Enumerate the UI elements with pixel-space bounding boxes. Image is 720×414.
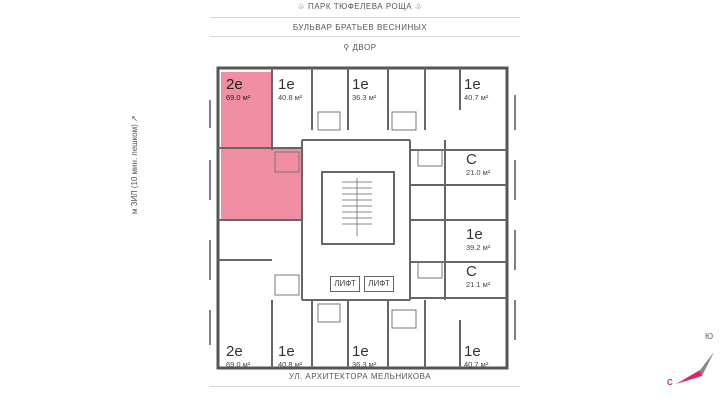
lift-label: ЛИФТ [330, 276, 360, 292]
apartment-label[interactable]: 1е 36.3 м² [352, 344, 376, 369]
apartment-area: 39.2 м² [466, 243, 491, 252]
stairs [342, 178, 372, 236]
windows [209, 95, 516, 345]
apartment-type: 2е [226, 343, 243, 360]
highlighted-apartment-wing[interactable] [272, 148, 302, 220]
apartment-area: 69.0 м² [226, 360, 251, 369]
apartment-label[interactable]: 1е 39.2 м² [466, 227, 490, 252]
apartment-area: 40.7 м² [464, 360, 489, 369]
stair-core [321, 171, 395, 245]
apartment-area: 36.3 м² [352, 93, 377, 102]
apartment-label[interactable]: С 21.1 м² [466, 264, 490, 289]
apartment-label[interactable]: 1е 40.7 м² [464, 77, 488, 102]
apartment-label[interactable]: 1е 36.3 м² [352, 77, 376, 102]
compass-south-label: С [667, 378, 673, 387]
apartment-type: С [466, 151, 477, 168]
lift-label: ЛИФТ [364, 276, 394, 292]
park-label: ♧ ПАРК ТЮФЕЛЕВА РОЩА ♧ [0, 2, 720, 11]
tree-icon: ♧ [297, 2, 308, 11]
compass-north-needle [700, 352, 714, 376]
compass-north-label: Ю [705, 332, 714, 341]
apartment-type: 1е [464, 76, 481, 93]
boulevard-label: БУЛЬВАР БРАТЬЕВ ВЕСНИНЫХ [292, 23, 428, 32]
divider [210, 386, 520, 387]
apartment-type: С [466, 263, 477, 280]
apartment-type: 1е [278, 76, 295, 93]
apartment-area: 40.8 м² [278, 360, 303, 369]
apartment-area: 36.3 м² [352, 360, 377, 369]
apartment-type: 1е [464, 343, 481, 360]
apartment-type: 2е [226, 76, 243, 93]
bottom-street-label: УЛ. АРХИТЕКТОРА МЕЛЬНИКОВА [288, 372, 432, 381]
apartment-area: 40.8 м² [278, 93, 303, 102]
tree-icon: ♧ [412, 2, 423, 11]
apartment-type: 1е [352, 343, 369, 360]
apartment-type: 1е [278, 343, 295, 360]
apartment-area: 69.0 м² [226, 93, 251, 102]
park-name: ПАРК ТЮФЕЛЕВА РОЩА [307, 2, 413, 11]
divider [210, 36, 520, 37]
apartment-label[interactable]: 1е 40.7 м² [464, 344, 488, 369]
yard-label: ⚲ ДВОР [0, 43, 720, 52]
apartment-label[interactable]: 1е 40.8 м² [278, 344, 302, 369]
apartment-label[interactable]: С 21.0 м² [466, 152, 490, 177]
apartment-label[interactable]: 1е 40.8 м² [278, 77, 302, 102]
yard-icon: ⚲ [343, 43, 353, 52]
apartment-label[interactable]: 2е 69.0 м² [226, 344, 250, 369]
divider [210, 17, 520, 18]
highlighted-apartment[interactable] [221, 72, 272, 220]
apartment-area: 21.1 м² [466, 280, 491, 289]
apartment-type: 1е [352, 76, 369, 93]
apartment-type: 1е [466, 226, 483, 243]
building-outline [216, 66, 509, 370]
apartment-label[interactable]: 2е 69.0 м² [226, 77, 250, 102]
compass-south-needle [676, 370, 702, 384]
bathrooms [274, 111, 443, 329]
apartment-area: 21.0 м² [466, 168, 491, 177]
apartment-area: 40.7 м² [464, 93, 489, 102]
yard-name: ДВОР [352, 43, 377, 52]
